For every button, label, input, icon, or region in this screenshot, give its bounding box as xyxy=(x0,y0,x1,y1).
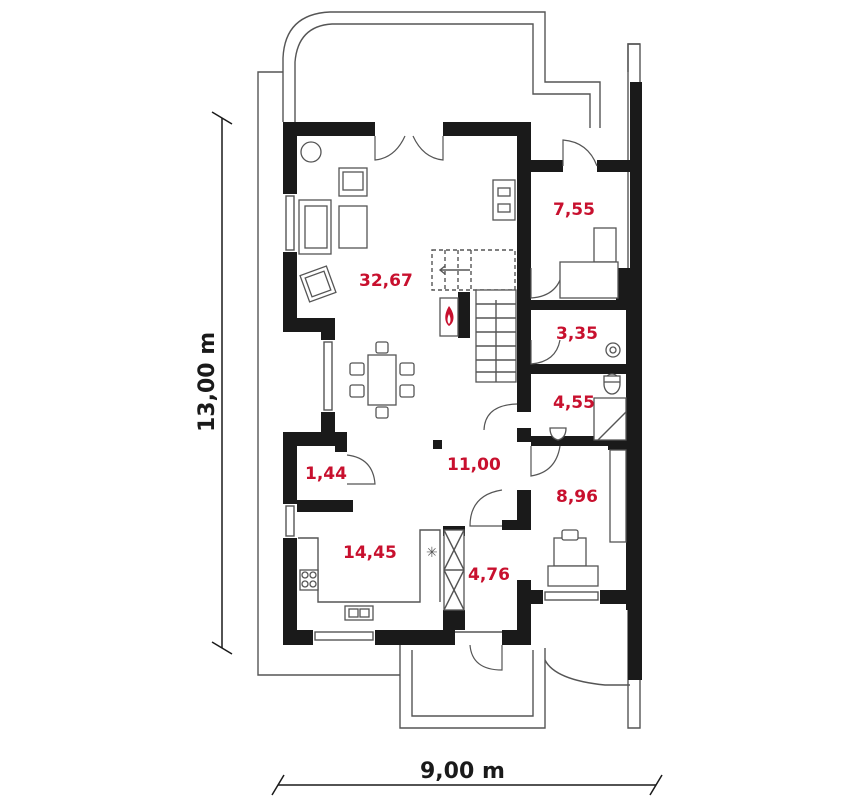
room-area-vestibule: 4,76 xyxy=(468,565,510,585)
coffee-table-icon xyxy=(338,205,368,249)
dining-table-icon xyxy=(349,341,415,419)
walls xyxy=(283,82,642,680)
dimension-height: 13,00 m xyxy=(195,111,233,655)
desk-icon xyxy=(547,565,599,587)
armchair-icon xyxy=(299,265,337,303)
toilet-icon xyxy=(549,427,567,441)
doors xyxy=(346,135,598,671)
room-area-entry: 7,55 xyxy=(553,200,595,220)
room-area-pantry: 1,44 xyxy=(305,464,347,484)
room-area-bedroom: 8,96 xyxy=(556,487,598,507)
stairs xyxy=(431,249,517,383)
width-dimension-label: 9,00 m xyxy=(420,759,505,784)
svg-text:✳: ✳ xyxy=(426,545,438,561)
room-area-kitchen: 14,45 xyxy=(343,543,397,563)
height-dimension-label: 13,00 m xyxy=(195,332,220,432)
right-rooms-furniture xyxy=(547,227,627,587)
room-area-living: 32,67 xyxy=(359,271,413,291)
sideboard-icon xyxy=(492,179,516,221)
fireplace-icon xyxy=(439,297,459,337)
desk-chair-icon xyxy=(553,537,587,567)
windows xyxy=(285,195,599,641)
toilet-icon xyxy=(603,373,621,395)
living-furniture xyxy=(298,141,516,303)
wardrobe-icon xyxy=(443,529,465,611)
kitchen-furniture: ✳ xyxy=(298,529,441,621)
dimension-width: 9,00 m xyxy=(271,759,663,796)
room-area-bathroom: 4,55 xyxy=(553,393,595,413)
plant-icon xyxy=(300,141,322,163)
room-area-hall: 11,00 xyxy=(447,455,501,475)
room-labels: 32,67 7,55 3,35 4,55 11,00 1,44 8,96 14,… xyxy=(305,200,598,585)
room-area-wc: 3,35 xyxy=(556,324,598,344)
